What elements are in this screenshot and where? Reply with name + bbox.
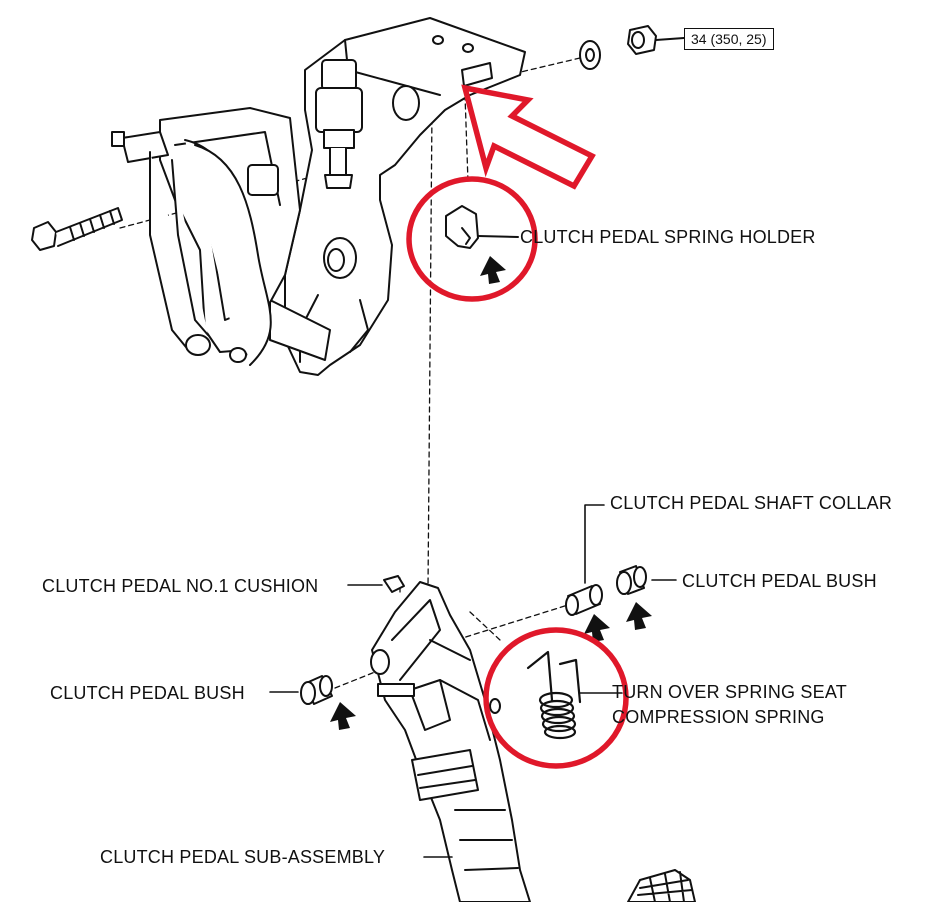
label-spring-line1: TURN OVER SPRING SEAT [612, 682, 847, 702]
torque-spec-box: 34 (350, 25) [684, 28, 774, 50]
red-highlights [406, 84, 629, 769]
highlight-circle-spring-holder [406, 176, 538, 302]
spring-holder-clip [445, 205, 519, 249]
pedal-bush-right [616, 565, 677, 595]
apply-grease-arrows [330, 256, 652, 730]
label-no1-cushion: CLUTCH PEDAL NO.1 CUSHION [42, 576, 319, 596]
label-shaft-collar: CLUTCH PEDAL SHAFT COLLAR [610, 493, 893, 513]
pedal-support-housing [111, 107, 301, 366]
pedal-bracket [269, 17, 526, 376]
washer [579, 40, 601, 70]
label-spring-holder: CLUTCH PEDAL SPRING HOLDER [520, 227, 816, 247]
pedal-bush-left [269, 675, 333, 705]
label-sub-assembly: CLUTCH PEDAL SUB-ASSEMBLY [100, 847, 386, 867]
clutch-switch [315, 59, 363, 189]
clutch-pedal-arm [370, 581, 531, 902]
pedal-pad [627, 869, 696, 902]
label-bush-left: CLUTCH PEDAL BUSH [50, 683, 245, 703]
label-bush-right: CLUTCH PEDAL BUSH [682, 571, 877, 591]
turn-over-spring [526, 650, 623, 740]
flange-nut [627, 25, 685, 55]
pedal-bolt [31, 207, 123, 251]
shaft-collar [565, 504, 605, 616]
highlight-arrow [461, 84, 596, 190]
label-spring-line2: COMPRESSION SPRING [612, 707, 825, 727]
highlight-circle-spring [483, 627, 629, 769]
pedal-cushion [347, 575, 405, 593]
